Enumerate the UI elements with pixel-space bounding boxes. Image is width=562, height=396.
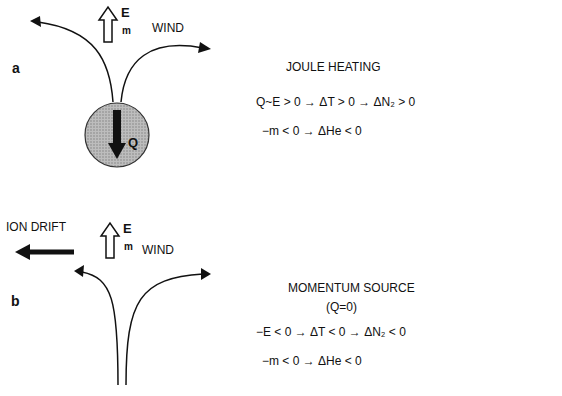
field-subscript: m bbox=[124, 241, 133, 253]
field-arrow bbox=[99, 7, 117, 42]
field-symbol: E bbox=[123, 222, 132, 237]
ion-drift-label: ION DRIFT bbox=[6, 221, 66, 235]
heat-arrow bbox=[113, 110, 121, 144]
panel-heading: MOMENTUM SOURCE bbox=[288, 282, 415, 296]
arrow-head bbox=[74, 265, 84, 277]
equation: −m < 0 → ΔHe < 0 bbox=[262, 125, 362, 139]
heated-region bbox=[85, 103, 149, 167]
wind-line bbox=[126, 274, 203, 385]
circle-outline bbox=[84, 102, 150, 168]
heat-arrow bbox=[108, 143, 126, 159]
wind-label: WIND bbox=[142, 244, 174, 258]
arrow-head bbox=[198, 42, 211, 53]
wind-label: WIND bbox=[152, 22, 184, 36]
wind-line bbox=[82, 272, 118, 385]
equation: Q~E > 0 → ΔT > 0 → ΔN₂ > 0 bbox=[256, 96, 415, 110]
panel-letter: b bbox=[11, 293, 20, 309]
wind-line bbox=[38, 22, 113, 102]
panel-heading: JOULE HEATING bbox=[286, 61, 380, 75]
arrow-head bbox=[30, 16, 41, 27]
arrow-head bbox=[201, 268, 211, 280]
field-subscript: m bbox=[122, 25, 131, 37]
panel-heading: (Q=0) bbox=[326, 301, 357, 315]
equation: −E < 0 → ΔT < 0 → ΔN₂ < 0 bbox=[256, 326, 406, 340]
panel-letter: a bbox=[12, 60, 20, 76]
wind-line bbox=[121, 46, 203, 102]
heat-symbol: Q bbox=[128, 136, 138, 150]
field-arrow bbox=[101, 223, 119, 258]
field-symbol: E bbox=[121, 6, 130, 21]
equation: −m < 0 → ΔHe < 0 bbox=[262, 355, 362, 369]
ion-drift-arrow bbox=[28, 250, 74, 255]
arrow-head bbox=[15, 244, 30, 260]
heated-region-circle: Q bbox=[84, 102, 150, 168]
